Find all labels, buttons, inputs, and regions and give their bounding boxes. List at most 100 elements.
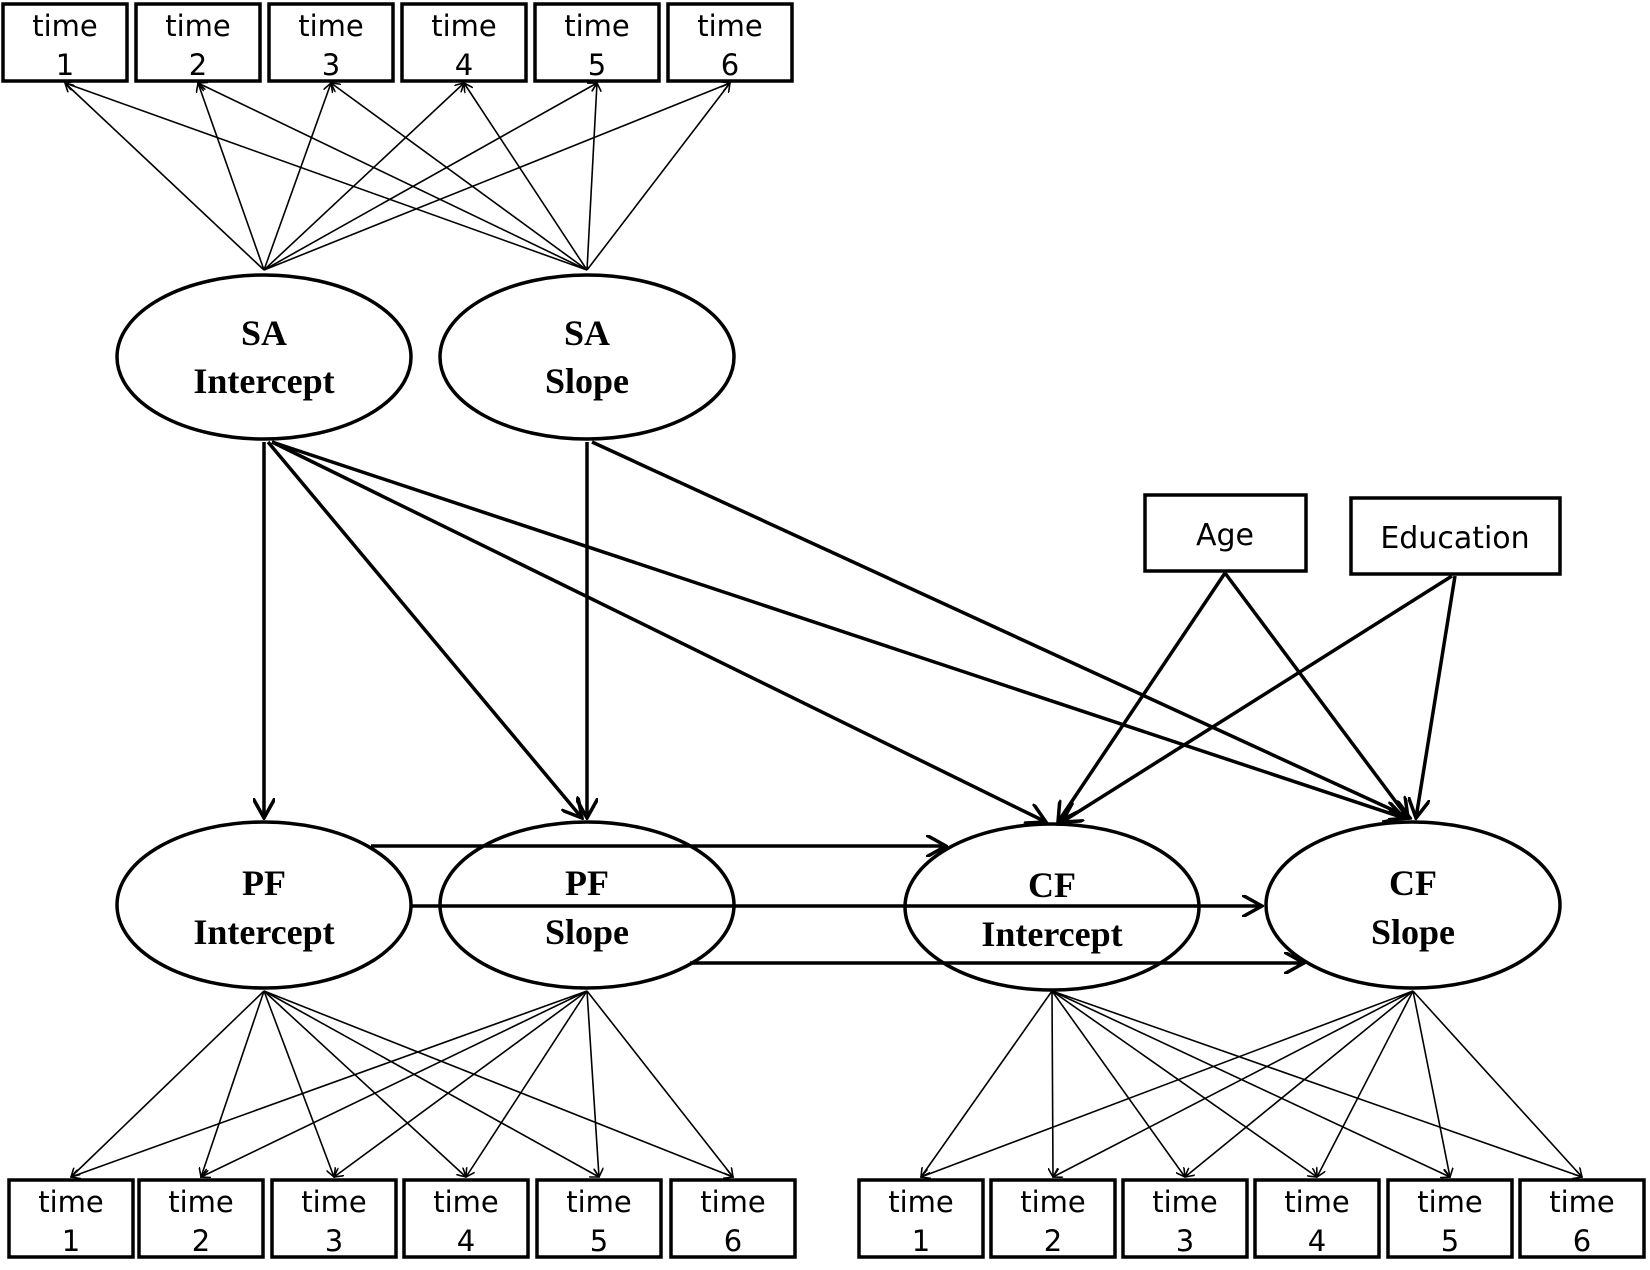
education-label: Education	[1380, 521, 1529, 556]
pf-intercept-ellipse	[115, 820, 413, 990]
path-sa-slope-to-cf-slope	[591, 440, 1410, 818]
cf-intercept-label-line1: CF	[1028, 865, 1076, 905]
sa-intercept-loading-time-5	[263, 83, 597, 271]
cf-indicator-time-2: time 2	[989, 1178, 1117, 1259]
age-box-frame	[1143, 493, 1308, 573]
pf-slope-loading-time-1	[71, 990, 588, 1177]
sa-intercept-loading-time-6	[263, 83, 730, 271]
path-education-to-cf-intercept	[1062, 574, 1453, 822]
indicator-number-label: 1	[912, 1224, 930, 1258]
cf-slope-loading-time-3	[1185, 990, 1414, 1177]
path-age-to-cf-slope	[1223, 571, 1408, 818]
indicator-number-label: 3	[1176, 1224, 1194, 1258]
indicator-time-label: time	[1020, 1185, 1086, 1219]
cf-intercept-loading-time-6	[1051, 990, 1582, 1177]
cf-intercept-loading-time-1	[921, 990, 1053, 1177]
cf-indicator-time-5: time 5	[1386, 1178, 1514, 1259]
indicator-number-label: 5	[1441, 1224, 1459, 1258]
loading-arrows	[65, 83, 1582, 1177]
pf-indicator-time-2: time 2	[137, 1178, 265, 1259]
indicator-time-label: time	[168, 1185, 234, 1219]
cf-indicator-time-1: time 1	[857, 1178, 985, 1259]
pf-indicator-box-3	[270, 1178, 398, 1259]
sa-slope-label-line2: Slope	[545, 361, 629, 401]
pf-slope-loading-time-2	[201, 990, 588, 1177]
sa-intercept-label-line1: SA	[241, 313, 287, 353]
pf-slope-loading-time-3	[334, 990, 588, 1177]
pf-slope-loading-time-5	[586, 990, 599, 1177]
cf-intercept-node: CF Intercept	[903, 822, 1201, 992]
sa-intercept-label-line2: Intercept	[193, 361, 334, 401]
path-sa-intercept-to-cf-intercept	[271, 440, 1046, 822]
sa-intercept-loading-time-1	[65, 83, 265, 271]
indicator-number-label: 2	[1044, 1224, 1062, 1258]
cf-slope-node: CF Slope	[1264, 820, 1562, 990]
cf-indicator-box-4	[1253, 1178, 1381, 1259]
pf-indicator-time-6: time 6	[669, 1178, 797, 1259]
cf-indicator-box-2	[989, 1178, 1117, 1259]
sa-slope-loading-time-1	[65, 83, 588, 271]
cf-intercept-loading-time-3	[1051, 990, 1185, 1177]
pf-slope-ellipse	[438, 820, 736, 990]
sa-indicator-box-4	[400, 2, 528, 83]
pf-indicator-box-2	[137, 1178, 265, 1259]
indicator-time-label: time	[888, 1185, 954, 1219]
sa-slope-loading-time-3	[331, 83, 588, 271]
path-age-to-cf-intercept	[1058, 572, 1227, 822]
pf-slope-loading-time-4	[466, 990, 588, 1177]
sa-indicator-box-6	[666, 2, 794, 83]
indicator-number-label: 1	[56, 48, 74, 82]
indicator-time-label: time	[700, 1185, 766, 1219]
sa-slope-label-line1: SA	[564, 313, 610, 353]
cf-slope-loading-time-2	[1053, 990, 1414, 1177]
indicator-number-label: 4	[455, 48, 473, 82]
indicator-time-label: time	[1549, 1185, 1615, 1219]
sa-slope-node: SA Slope	[438, 273, 736, 441]
indicator-number-label: 6	[1573, 1224, 1591, 1258]
indicator-time-label: time	[38, 1185, 104, 1219]
pf-intercept-loading-time-2	[201, 990, 265, 1177]
pf-intercept-node: PF Intercept	[115, 820, 413, 990]
sa-intercept-node: SA Intercept	[115, 273, 413, 441]
cf-slope-label-line2: Slope	[1371, 912, 1455, 952]
indicator-number-label: 3	[322, 48, 340, 82]
pf-intercept-loading-time-4	[263, 990, 466, 1177]
education-box: Education	[1349, 496, 1562, 576]
indicator-number-label: 4	[1308, 1224, 1326, 1258]
sa-slope-loading-time-4	[464, 83, 588, 271]
indicator-time-label: time	[1417, 1185, 1483, 1219]
cf-intercept-label-line2: Intercept	[981, 914, 1122, 954]
sa-intercept-loading-time-2	[198, 83, 265, 271]
pf-intercept-label-line1: PF	[242, 863, 286, 903]
indicator-number-label: 1	[62, 1224, 80, 1258]
sa-slope-loading-time-2	[198, 83, 588, 271]
indicator-number-label: 6	[724, 1224, 742, 1258]
cf-slope-ellipse	[1264, 820, 1562, 990]
sa-indicator-box-2	[134, 2, 262, 83]
sa-indicator-time-4: time 4	[400, 2, 528, 83]
cf-indicator-time-6: time 6	[1518, 1178, 1646, 1259]
age-label: Age	[1196, 518, 1254, 553]
indicator-number-label: 2	[192, 1224, 210, 1258]
sa-intercept-loading-time-3	[263, 83, 331, 271]
education-box-frame	[1349, 496, 1562, 576]
age-box: Age	[1143, 493, 1308, 573]
indicator-number-label: 4	[457, 1224, 475, 1258]
indicator-time-label: time	[301, 1185, 367, 1219]
indicator-number-label: 5	[588, 48, 606, 82]
pf-intercept-label-line2: Intercept	[193, 912, 334, 952]
sa-slope-loading-time-5	[586, 83, 597, 271]
indicator-time-label: time	[431, 9, 497, 43]
cf-slope-loading-time-4	[1317, 990, 1414, 1177]
